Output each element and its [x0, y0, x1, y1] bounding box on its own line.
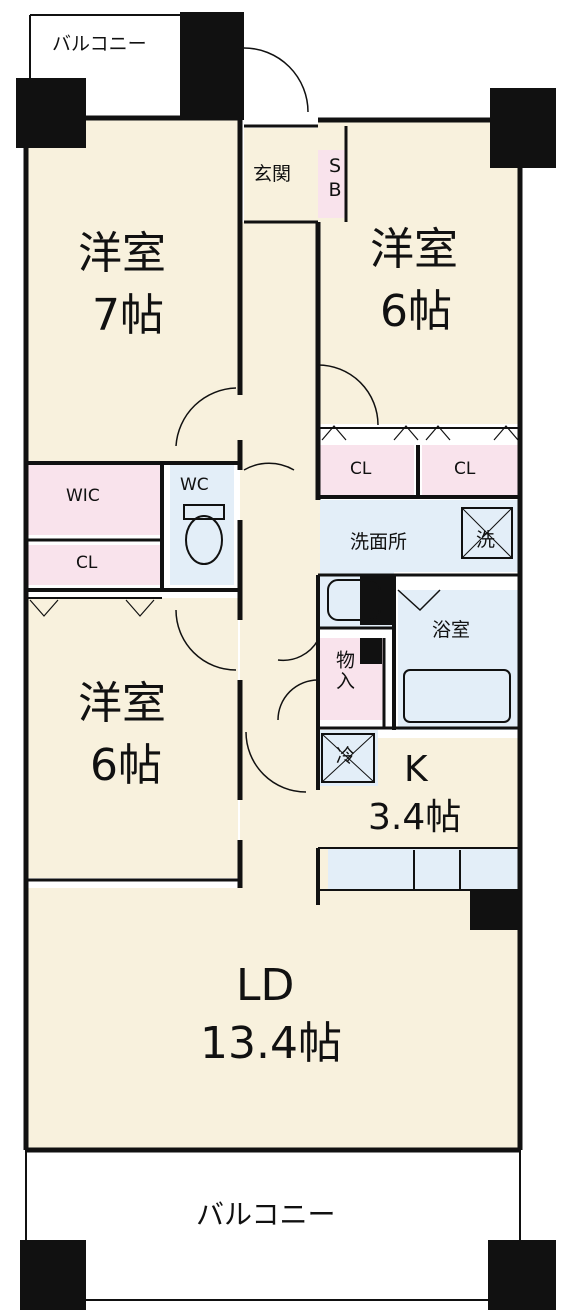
bathtub [403, 669, 511, 723]
wic-floor [28, 463, 162, 535]
room-western-3-size: 6帖 [90, 740, 162, 791]
entrance-label: 玄関 [253, 163, 292, 185]
balcony-top-label: バルコニー [52, 33, 147, 55]
closet-left-floor [28, 545, 162, 585]
closet-door-marks [29, 425, 519, 617]
bathroom-label: 浴室 [432, 619, 471, 641]
door-swings [175, 47, 441, 793]
toilet-tank [183, 504, 225, 520]
washroom-floor [320, 500, 518, 572]
kitchen-size: 3.4帖 [368, 797, 462, 838]
kitchen-name: K [404, 749, 428, 790]
wic-label: WIC [66, 486, 100, 506]
room-western-1-name: 洋室 [78, 228, 166, 279]
toilet-bowl [185, 515, 223, 565]
room-western-3-floor [28, 598, 238, 878]
entrance-floor [244, 128, 318, 222]
room-western-1-size: 7帖 [92, 290, 164, 341]
shoebox-label: SB [324, 155, 346, 203]
fridge-space [321, 733, 375, 783]
shoebox-floor [318, 150, 346, 218]
closet-right-1-label: CL [350, 459, 372, 479]
room-western-2-size: 6帖 [380, 286, 452, 337]
closet-left-label: CL [76, 553, 98, 573]
hallway-floor [240, 222, 320, 892]
ld-size: 13.4帖 [200, 1018, 342, 1069]
storage-label: 物入 [333, 650, 355, 692]
washer-mark-label: 洗 [476, 529, 496, 551]
closet-right-2-floor [422, 445, 518, 495]
room-western-2-name: 洋室 [370, 224, 458, 275]
room-western-3-name: 洋室 [78, 678, 166, 729]
ld-floor [28, 888, 518, 1150]
washroom-sink [327, 579, 381, 621]
room-western-2-floor [318, 122, 518, 424]
counter-floor [328, 848, 518, 890]
columns [16, 12, 556, 1310]
balcony-bottom-label: バルコニー [196, 1198, 336, 1231]
washer-space [461, 507, 513, 559]
closet-right-2-label: CL [454, 459, 476, 479]
closet-right-1-floor [320, 445, 414, 495]
washroom-label: 洗面所 [350, 531, 408, 553]
room-western-1-floor [28, 118, 240, 463]
walls [23, 14, 523, 1301]
toilet-floor [170, 465, 234, 585]
fridge-mark-label: 冷 [336, 745, 356, 767]
ld-name: LD [236, 960, 295, 1011]
toilet-label: WC [180, 475, 209, 495]
